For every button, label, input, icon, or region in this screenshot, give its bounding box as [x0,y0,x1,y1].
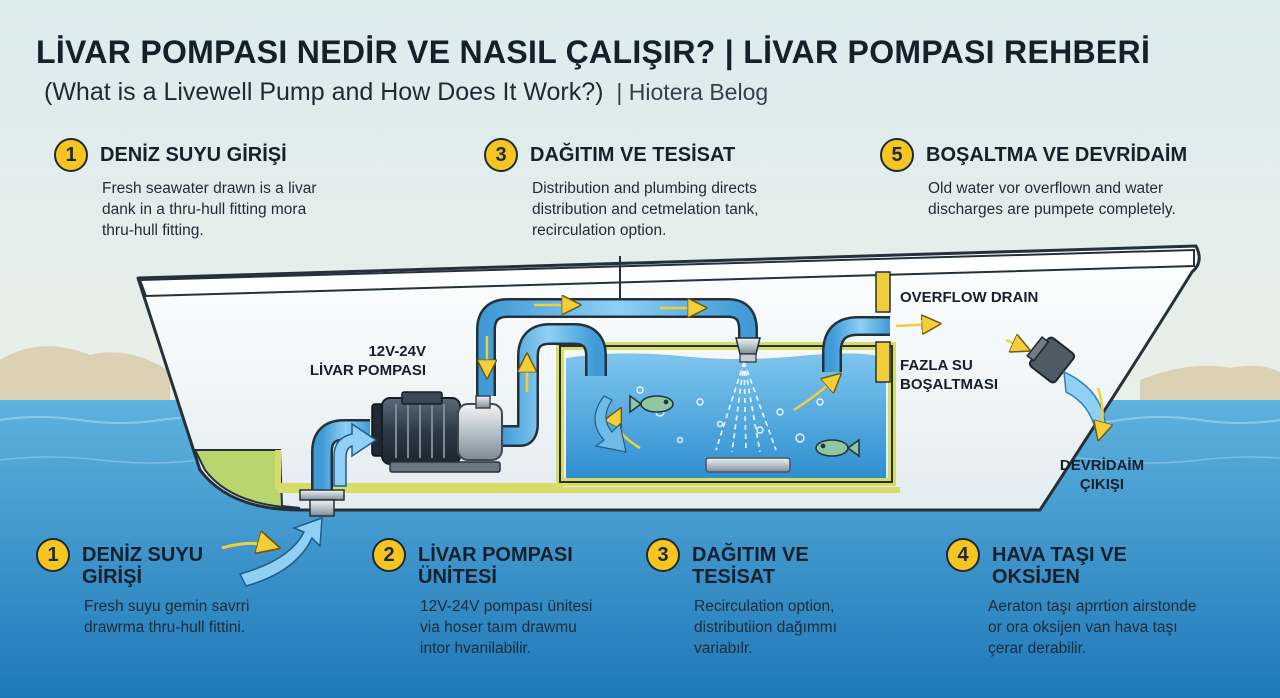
step-number-badge: 1 [36,538,70,572]
step-title: BOŞALTMA VE DEVRİDAİM [926,144,1188,166]
step-text-line: Fresh suyu gemin savrri [84,598,250,615]
step-text-line: recirculation option. [532,222,667,239]
pump-label: 12V-24V LİVAR POMPASI [306,342,426,380]
top-step-discharge: 5 BOŞALTMA VE DEVRİDAİM Old water vor ov… [880,138,1260,220]
excess-water-line: BOŞALTMASI [900,376,999,393]
step-text-line: variabılr. [694,640,753,657]
bottom-step-distribution: 3 DAĞITIM VE TESİSAT Recirculation optio… [646,538,906,659]
pump-name-label: LİVAR POMPASI [309,362,426,379]
step-number-badge: 5 [880,138,914,172]
step-text-line: intor hvanilabilir. [420,640,532,657]
step-title-line: DENİZ SUYU [82,544,204,566]
step-title-line: GİRİŞİ [82,566,143,588]
step-text-line: 12V-24V pompası ünitesi [420,598,593,615]
step-text-line: or ora oksijen van hava taşı [988,619,1178,636]
step-number-badge: 3 [646,538,680,572]
step-text-line: Old water vor overflown and water [928,180,1164,197]
step-number-badge: 4 [946,538,980,572]
step-text-line: thru-hull fitting. [102,222,204,239]
bottom-step-aeration: 4 HAVA TAŞI VE OKSİJEN Aeraton taşı aprr… [946,538,1256,659]
step-title-line: HAVA TAŞI VE [992,544,1127,566]
step-title: DAĞITIM VE TESİSAT [692,538,809,588]
subtitle-text: (What is a Livewell Pump and How Does It… [44,78,604,106]
step-title: LİVAR POMPASI ÜNİTESİ [418,538,573,588]
step-title-line: LİVAR POMPASI [418,544,573,566]
step-text-line: Aeraton taşı aprrtion airstonde [988,598,1197,615]
step-text-line: çerar derabilir. [988,640,1087,657]
pump-voltage-label: 12V-24V [368,343,426,360]
recirc-outlet-line: DEVRİDAİM [1059,457,1145,474]
step-title: DENİZ SUYU GİRİŞİ [100,144,287,166]
brand-name: | Hiotera Belog [616,79,769,105]
step-number-badge: 1 [54,138,88,172]
overflow-drain-label: OVERFLOW DRAIN [900,289,1039,306]
pump-graphic [371,391,503,473]
step-title: DAĞITIM VE TESİSAT [530,144,736,166]
bottom-step-intake: 1 DENİZ SUYU GİRİŞİ Fresh suyu gemin sav… [36,538,296,638]
step-title-line: TESİSAT [692,566,775,588]
step-title-line: OKSİJEN [992,566,1080,588]
recirc-outlet-line: ÇIKIŞI [1079,476,1125,493]
step-title-line: ÜNİTESİ [418,566,497,588]
bottom-step-pump-unit: 2 LİVAR POMPASI ÜNİTESİ 12V-24V pompası … [372,538,632,659]
recirc-outlet-label: DEVRİDAİM ÇIKIŞI [1050,456,1154,494]
excess-water-line: FAZLA SU [900,357,973,374]
step-title: DENİZ SUYU GİRİŞİ [82,538,203,588]
page-title: LİVAR POMPASI NEDİR VE NASIL ÇALIŞIR? | … [36,34,1151,70]
step-title: HAVA TAŞI VE OKSİJEN [992,538,1127,588]
step-text-line: Distribution and plumbing directs [532,180,757,197]
top-step-intake: 1 DENİZ SUYU GİRİŞİ Fresh seawater drawn… [54,138,384,241]
page-subtitle: (What is a Livewell Pump and How Does It… [44,78,768,107]
step-text-line: drawrma thru-hull fittini. [84,619,246,636]
step-text-line: Fresh seawater drawn is a livar [102,180,317,197]
step-text-line: via hoser taım drawmu [420,619,577,636]
step-title-line: DAĞITIM VE [692,544,809,566]
step-text-line: distribution and cetmelation tank, [532,201,759,218]
excess-water-label: FAZLA SU BOŞALTMASI [900,356,998,394]
step-text-line: discharges are pumpete completely. [928,201,1176,218]
step-number-badge: 3 [484,138,518,172]
step-text-line: dank in a thru-hull fitting mora [102,201,307,218]
step-text-line: distributiion dağımmı [694,619,838,636]
step-number-badge: 2 [372,538,406,572]
step-text-line: Recirculation option, [694,598,835,615]
top-step-distribution: 3 DAĞITIM VE TESİSAT Distribution and pl… [484,138,824,241]
